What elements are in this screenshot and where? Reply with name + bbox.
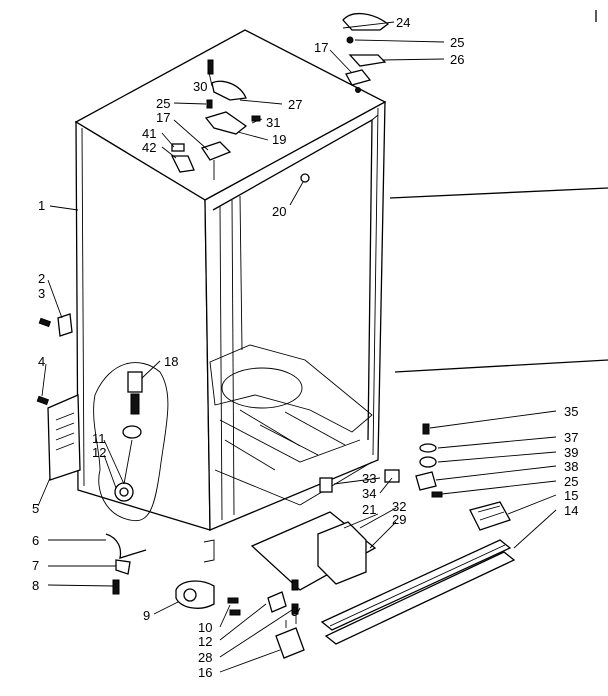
label-part-3: 3 [291, 604, 298, 619]
leader-lines [37, 10, 608, 673]
label-part-32: 32 [392, 499, 406, 514]
label-part-30: 30 [193, 79, 207, 94]
label-part-19: 19 [272, 132, 286, 147]
label-part-16: 16 [198, 665, 212, 680]
label-part-28: 28 [198, 650, 212, 665]
label-part-38: 38 [564, 459, 578, 474]
bottom-right-parts [203, 423, 516, 659]
label-part-15: 15 [564, 488, 578, 503]
label-part-12: 12 [198, 634, 212, 649]
label-part-18: 18 [164, 354, 178, 369]
label-part-10: 10 [198, 620, 212, 635]
label-part-17: 17 [156, 110, 170, 125]
label-part-11: 11 [92, 431, 106, 446]
label-part-41: 41 [142, 126, 156, 141]
part-labels: 24 25 26 17 30 25 27 17 31 41 19 42 20 1… [32, 15, 578, 680]
label-part-8: 8 [32, 578, 39, 593]
label-part-17: 17 [314, 40, 328, 55]
label-part-6: 6 [32, 533, 39, 548]
label-part-24: 24 [396, 15, 410, 30]
label-part-21: 21 [362, 502, 376, 517]
label-part-25: 25 [156, 96, 170, 111]
label-part-5: 5 [32, 501, 39, 516]
label-part-26: 26 [450, 52, 464, 67]
label-part-12: 12 [92, 445, 106, 460]
label-part-42: 42 [142, 140, 156, 155]
label-part-34: 34 [362, 486, 376, 501]
cabinet-shell [74, 29, 387, 531]
label-part-39: 39 [564, 445, 578, 460]
left-side-parts [36, 313, 241, 616]
label-part-29: 29 [392, 512, 406, 527]
label-part-37: 37 [564, 430, 578, 445]
label-part-27: 27 [288, 97, 302, 112]
cutaway-view [93, 362, 169, 522]
label-part-4: 4 [38, 354, 45, 369]
label-part-2: 2 [38, 271, 45, 286]
label-part-35: 35 [564, 404, 578, 419]
label-part-14: 14 [564, 503, 578, 518]
label-part-9: 9 [143, 608, 150, 623]
label-part-7: 7 [32, 558, 39, 573]
label-part-31: 31 [266, 115, 280, 130]
label-part-25: 25 [564, 474, 578, 489]
label-part-25: 25 [450, 35, 464, 50]
top-hinge-parts [170, 13, 390, 180]
label-part-1: 1 [38, 198, 45, 213]
label-part-33: 33 [362, 471, 376, 486]
label-part-3: 3 [38, 286, 45, 301]
label-part-20: 20 [272, 204, 286, 219]
